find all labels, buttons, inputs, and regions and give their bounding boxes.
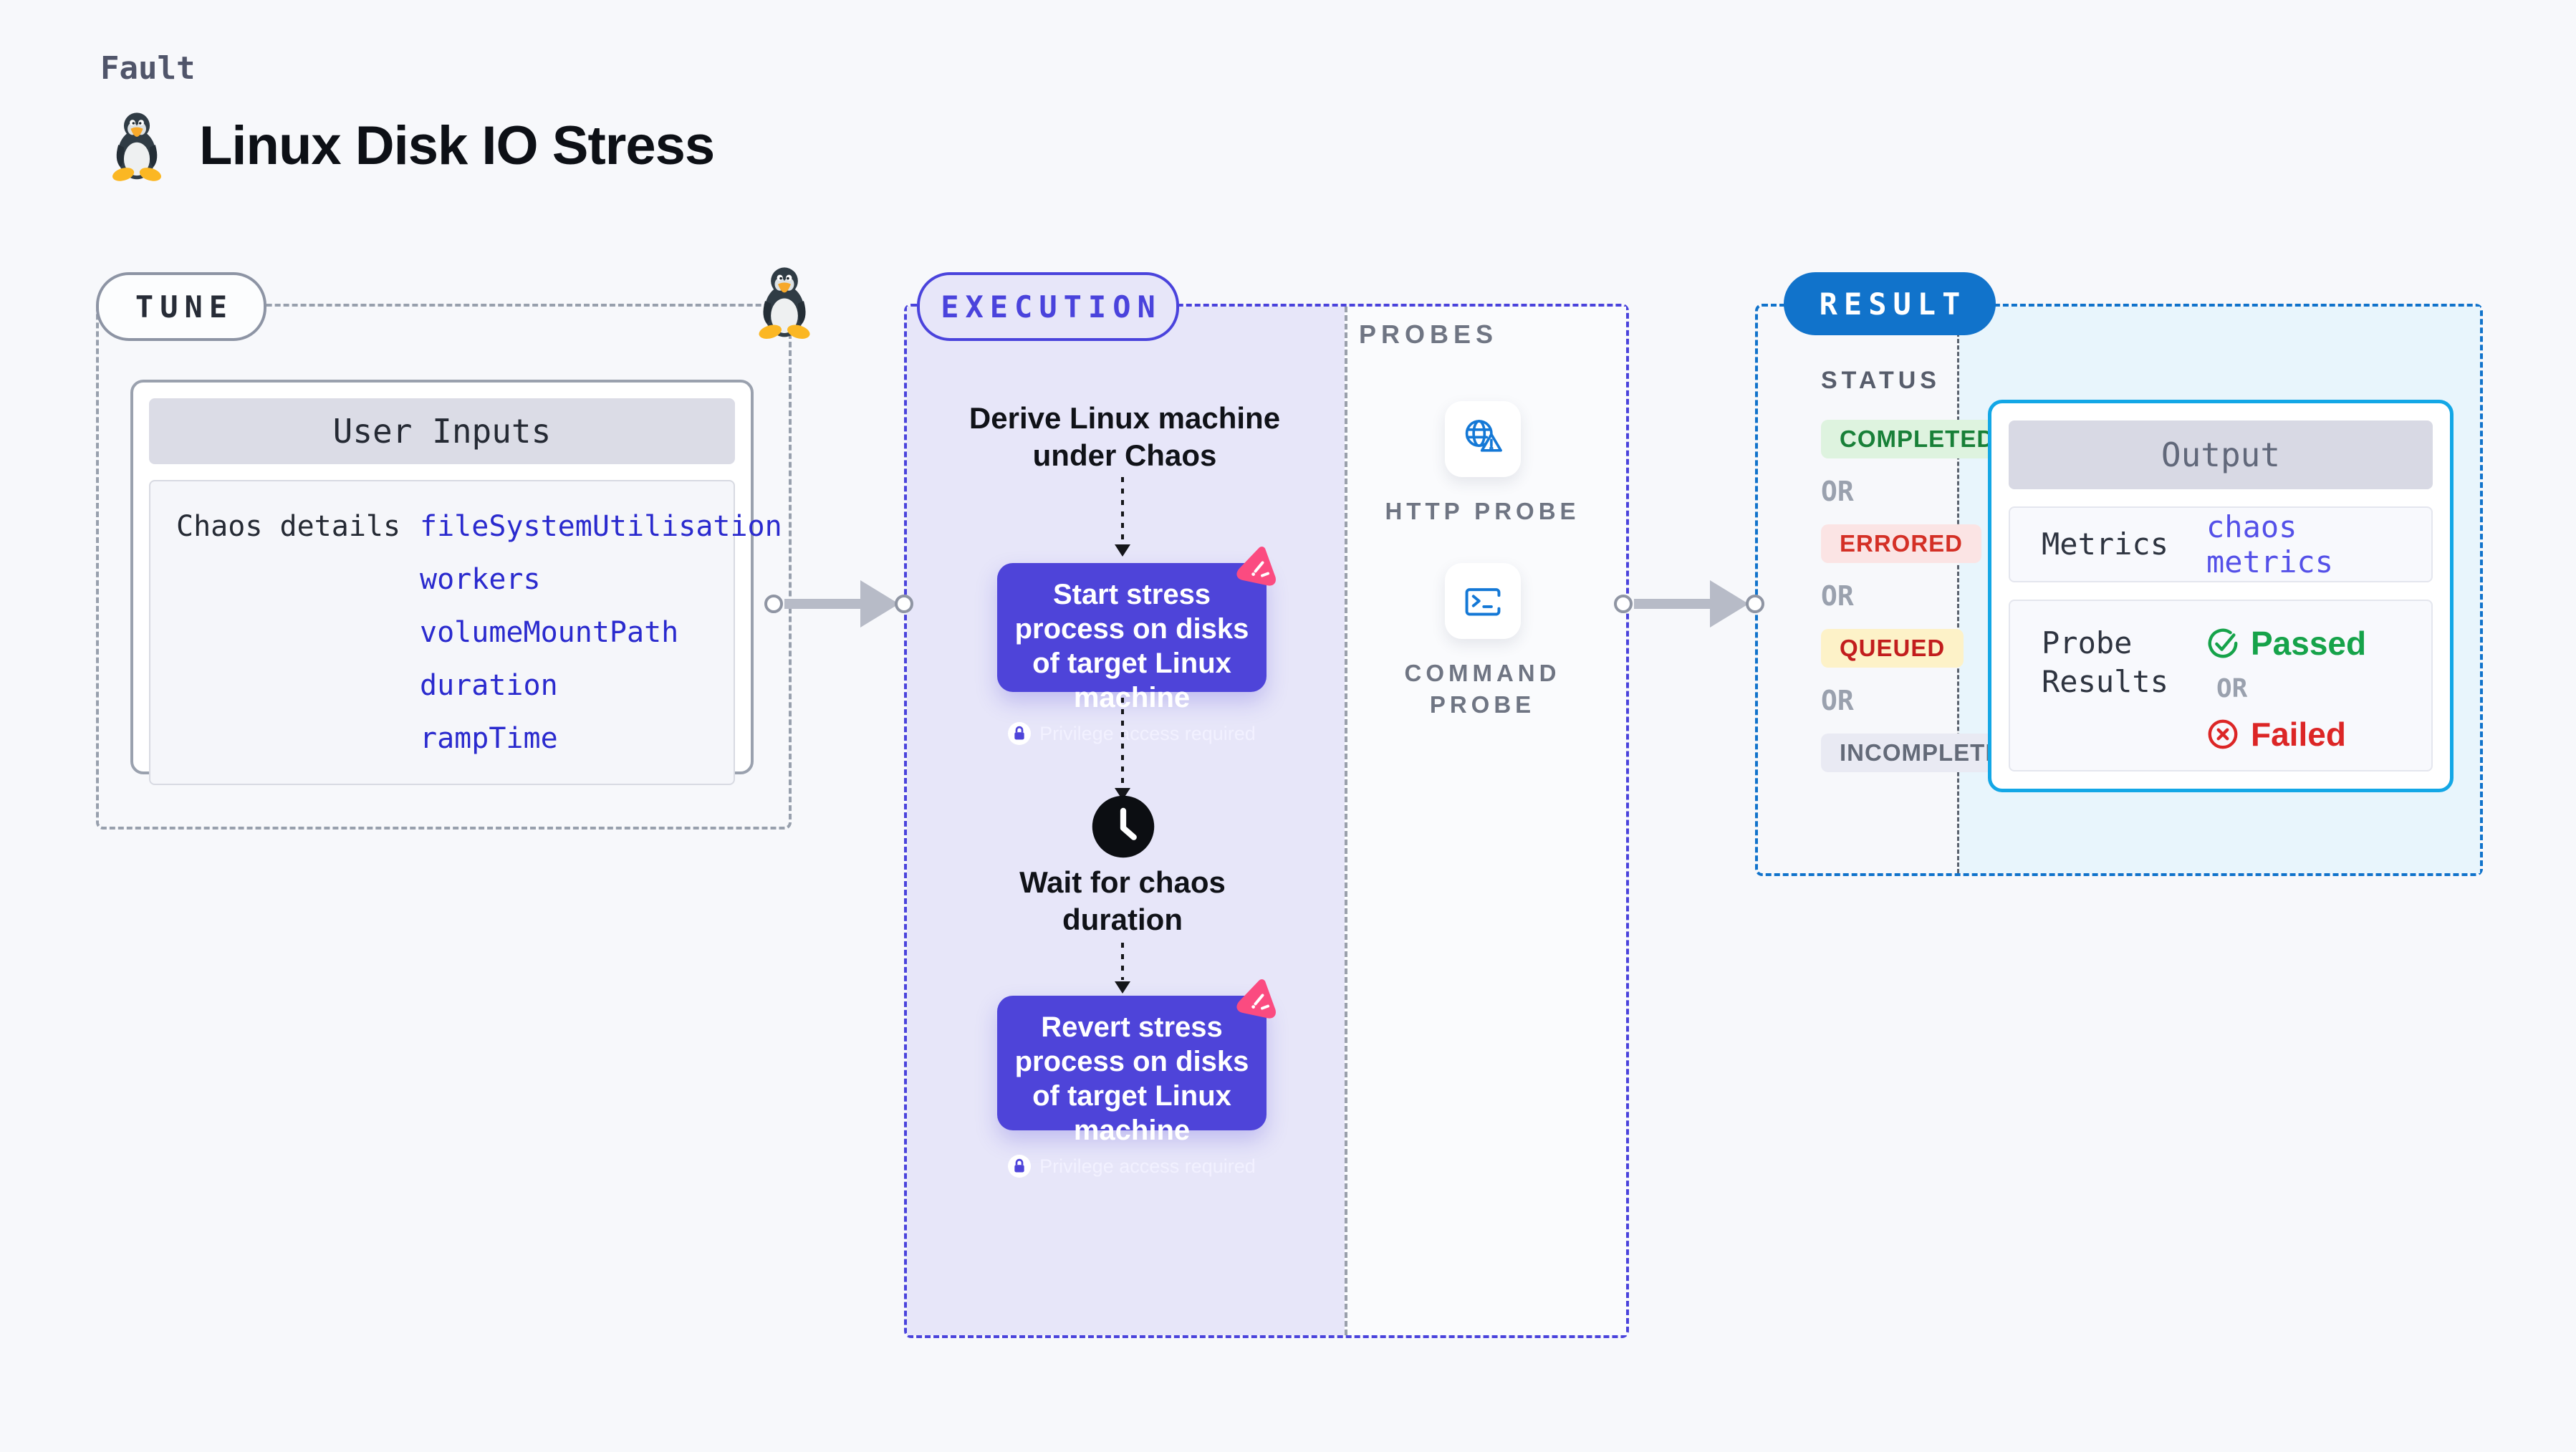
command-probe-label: COMMAND PROBE	[1342, 658, 1623, 721]
lock-icon	[1008, 722, 1032, 745]
metrics-row: Metrics chaos metrics	[2009, 506, 2433, 582]
chaos-params-list: fileSystemUtilisation workers volumeMoun…	[420, 510, 782, 755]
lock-icon	[1008, 1155, 1032, 1178]
probes-title: PROBES	[1359, 319, 1499, 349]
connector-port-icon	[1614, 595, 1633, 613]
user-inputs-panel: Chaos details fileSystemUtilisation work…	[149, 480, 782, 785]
probes-lane	[1345, 307, 1626, 1335]
connector-arrowhead-icon	[1710, 580, 1749, 628]
or-separator: OR	[1821, 476, 1854, 507]
privilege-note-label: Privilege access required	[1039, 722, 1256, 744]
tune-section-box	[96, 304, 792, 830]
status-badge-queued: QUEUED	[1821, 629, 1964, 668]
fault-kind-label: Fault	[100, 50, 196, 87]
status-badge-errored: ERRORED	[1821, 524, 1982, 563]
or-separator: OR	[1821, 580, 1854, 612]
revert-stress-node[interactable]: Revert stress process on disks of target…	[997, 996, 1267, 1178]
derive-step-label: Derive Linux machine under Chaos	[969, 401, 1281, 472]
page-title: Linux Disk IO Stress	[199, 115, 715, 176]
flow-connector	[1121, 698, 1124, 787]
flow-arrowhead-icon	[1115, 544, 1130, 557]
probe-results-row: Probe Results Passed OR Failed	[2009, 600, 2433, 771]
or-separator: OR	[2216, 674, 2248, 703]
result-section-badge: RESULT	[1784, 272, 1996, 335]
connector-arrowhead-icon	[860, 580, 899, 628]
param-item: fileSystemUtilisation	[420, 510, 782, 543]
tune-section-badge: TUNE	[96, 272, 266, 341]
param-item: duration	[420, 669, 558, 702]
clock-icon	[1090, 794, 1156, 860]
result-divider	[1957, 307, 1959, 873]
page-header: Linux Disk IO Stress	[106, 109, 715, 182]
privilege-note-label: Privilege access required	[1039, 1155, 1256, 1177]
privilege-note: Privilege access required	[1007, 1155, 1256, 1178]
flow-arrowhead-icon	[1115, 981, 1130, 994]
status-badge-completed: COMPLETED	[1821, 420, 2014, 458]
metrics-value[interactable]: chaos metrics	[2206, 509, 2334, 580]
output-card: Output Metrics chaos metrics Probe Resul…	[1988, 400, 2454, 792]
param-item: workers	[420, 563, 541, 596]
output-title: Output	[2009, 420, 2433, 489]
connector-port-icon	[895, 595, 913, 613]
connector-line	[784, 599, 860, 609]
passed-item: Passed	[2206, 624, 2366, 663]
start-stress-label: Start stress process on disks of target …	[1014, 579, 1249, 713]
flow-connector	[1121, 477, 1124, 543]
param-item: volumeMountPath	[420, 616, 679, 649]
http-probe-card[interactable]	[1445, 401, 1521, 477]
connector-port-icon	[1746, 595, 1764, 613]
check-circle-icon	[2206, 627, 2239, 660]
terminal-icon	[1465, 588, 1501, 616]
linux-tux-icon	[110, 112, 163, 182]
start-stress-node[interactable]: Start stress process on disks of target …	[997, 563, 1267, 745]
connector-port-icon	[764, 595, 783, 613]
x-circle-icon	[2206, 718, 2239, 751]
probe-results-values: Passed OR Failed	[2206, 624, 2366, 754]
failed-item: Failed	[2206, 715, 2366, 754]
command-probe-card[interactable]	[1445, 563, 1521, 639]
status-title: STATUS	[1821, 367, 1941, 394]
litmus-chaos-icon	[1235, 542, 1282, 589]
privilege-note: Privilege access required	[1007, 722, 1256, 745]
probe-results-label: Probe Results	[2042, 625, 2169, 699]
linux-tux-corner-icon	[757, 267, 812, 340]
chaos-details-label: Chaos details	[176, 510, 401, 543]
flow-connector	[1121, 943, 1124, 980]
or-separator: OR	[1821, 685, 1854, 716]
http-probe-label: HTTP PROBE	[1385, 498, 1580, 524]
user-inputs-card: User Inputs Chaos details fileSystemUtil…	[130, 380, 782, 785]
passed-label: Passed	[2251, 625, 2367, 662]
revert-stress-label: Revert stress process on disks of target…	[1014, 1011, 1249, 1146]
globe-warning-icon	[1465, 420, 1502, 452]
failed-label: Failed	[2251, 716, 2346, 753]
connector-line	[1634, 599, 1710, 609]
execution-section-badge: EXECUTION	[917, 272, 1179, 341]
wait-step-label: Wait for chaos duration	[1019, 865, 1226, 936]
metrics-label: Metrics	[2042, 527, 2169, 562]
wait-step-node	[1090, 794, 1156, 860]
user-inputs-title: User Inputs	[149, 398, 735, 464]
litmus-chaos-icon	[1235, 974, 1282, 1021]
param-item: rampTime	[420, 722, 558, 755]
command-probe-label-text: COMMAND PROBE	[1404, 660, 1561, 718]
